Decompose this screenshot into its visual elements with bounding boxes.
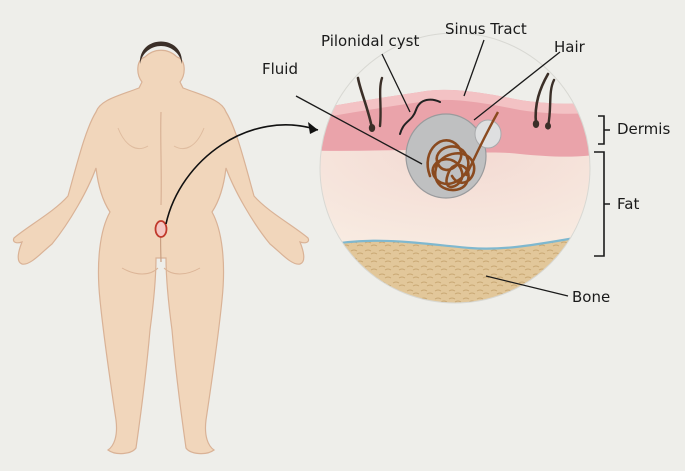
gluteal-fold-left [121,267,159,275]
leader-pilonidal-cyst [381,53,411,113]
leader-fluid [295,95,423,165]
human-body-figure [12,41,310,455]
fat-bracket [594,151,610,257]
cyst-highlight [474,119,502,149]
label-pilonidal-cyst: Pilonidal cyst [321,32,420,50]
label-fat: Fat [617,195,640,213]
leader-sinus-tract [463,39,485,97]
shoulder-blade-left [117,127,149,150]
gluteal-fold-right [163,267,201,275]
leader-hair [473,51,561,121]
leader-lines [295,39,569,297]
shoulder-blade-right [173,127,205,150]
label-bone: Bone [572,288,611,306]
label-fluid: Fluid [262,60,298,78]
label-dermis: Dermis [617,120,671,138]
dermis-bracket [598,115,610,145]
coiled-hair-icon [426,139,476,192]
epidermis-layer [320,89,590,122]
sinus-tract-squiggle [399,98,441,135]
leader-bone [485,275,569,297]
spine-line [160,111,162,206]
label-hair: Hair [554,38,585,56]
cross-section-outline [319,32,591,304]
cross-section-circle [319,32,591,304]
label-sinus-tract: Sinus Tract [445,20,527,38]
callout-arrow [165,122,319,225]
lesion-marker [154,220,168,238]
head-hair [139,41,183,64]
skin-hairs [356,72,556,132]
hair-shaft-in-cyst [464,111,500,177]
